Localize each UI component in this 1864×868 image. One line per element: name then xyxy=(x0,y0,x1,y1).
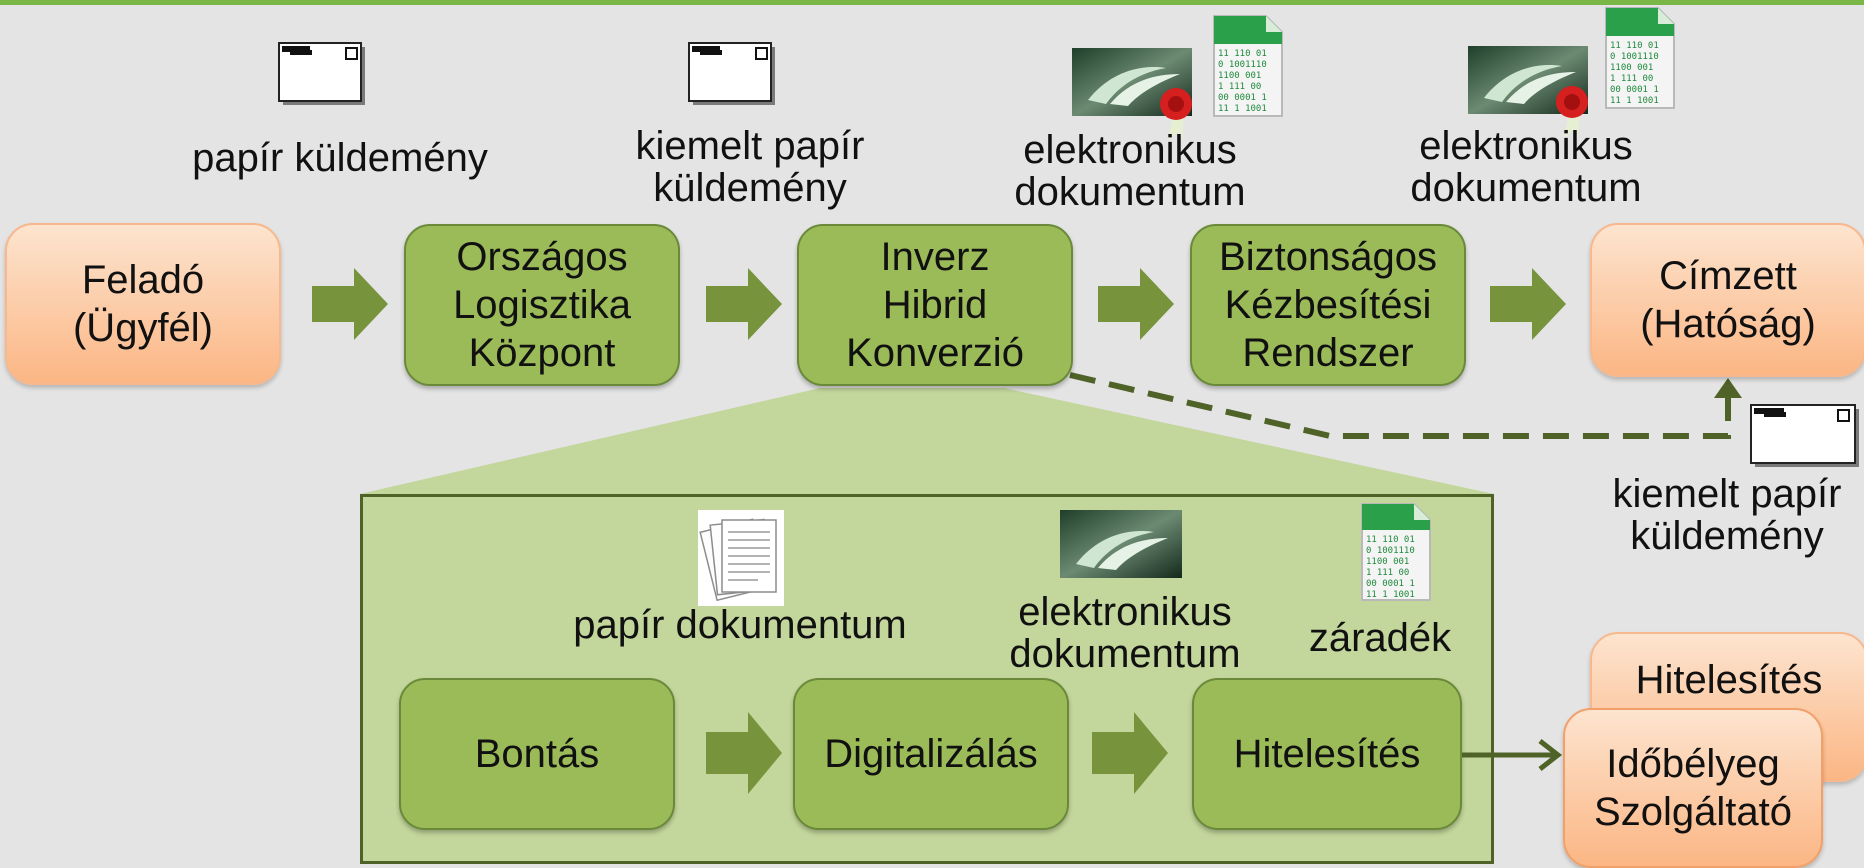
binary-line: 00 0001 1 xyxy=(1218,93,1267,103)
sender-box[interactable]: Feladó (Ügyfél) xyxy=(5,223,281,385)
opening-box[interactable]: Bontás xyxy=(399,678,675,830)
clause-caption: záradék xyxy=(1308,616,1452,660)
delivery-line1: Biztonságos xyxy=(1219,235,1437,279)
e-signature-certificate-icon xyxy=(1072,48,1192,142)
service-connector-arrow xyxy=(1462,739,1563,771)
auth-service-label: Hitelesítés xyxy=(1635,658,1823,702)
e-document-caption-line2: dokumentum xyxy=(1014,170,1246,214)
binary-line: 1100 001 xyxy=(1218,71,1261,81)
zoom-trapezoid xyxy=(360,388,1494,494)
flow-arrow-3 xyxy=(1098,268,1174,340)
binary-document-icon: 11 110 01 0 1001110 1100 001 1 111 00 00… xyxy=(1605,7,1675,109)
priority-mail-caption-line1: kiemelt papír xyxy=(1612,472,1842,516)
sender-line1: Feladó xyxy=(81,258,205,302)
binary-line: 0 1001110 xyxy=(1610,52,1659,62)
priority-mail-caption-line2: küldemény xyxy=(653,166,847,210)
authentication-label: Hitelesítés xyxy=(1233,732,1421,776)
priority-mail-caption: kiemelt papír küldemény xyxy=(1590,473,1864,557)
priority-mail-caption: kiemelt papír küldemény xyxy=(600,125,900,209)
e-document-caption: elektronikus dokumentum xyxy=(980,129,1280,213)
binary-line: 11 1 1001 xyxy=(1610,96,1659,106)
digitization-label: Digitalizálás xyxy=(824,732,1038,776)
digitization-box[interactable]: Digitalizálás xyxy=(793,678,1069,830)
timestamp-line1: Időbélyeg xyxy=(1606,742,1780,786)
binary-document-icon: 11 110 01 0 1001110 1100 001 1 111 00 00… xyxy=(1361,503,1431,601)
binary-line: 11 110 01 xyxy=(1218,49,1267,59)
binary-line: 0 1001110 xyxy=(1218,60,1267,70)
binary-line: 00 0001 1 xyxy=(1610,85,1659,95)
binary-line: 1100 001 xyxy=(1366,557,1409,567)
paper-mail-caption: papír küldemény xyxy=(192,136,488,180)
logistics-line3: Központ xyxy=(468,331,616,375)
opening-label: Bontás xyxy=(474,732,600,776)
recipient-box[interactable]: Címzett (Hatóság) xyxy=(1590,223,1864,377)
hybrid-conversion-box[interactable]: Inverz Hibrid Konverzió xyxy=(797,224,1073,386)
binary-line: 00 0001 1 xyxy=(1366,579,1415,589)
envelope-icon xyxy=(278,42,365,105)
sender-line2: (Ügyfél) xyxy=(72,306,214,350)
secure-delivery-box[interactable]: Biztonságos Kézbesítési Rendszer xyxy=(1190,224,1466,386)
e-signature-certificate-icon xyxy=(1468,46,1588,140)
binary-line: 1 111 00 xyxy=(1610,74,1653,84)
conversion-line3: Konverzió xyxy=(846,331,1024,375)
binary-document-icon: 11 110 01 0 1001110 1100 001 1 111 00 00… xyxy=(1213,15,1283,117)
timestamp-line2: Szolgáltató xyxy=(1594,790,1792,834)
envelope-icon xyxy=(688,42,775,105)
envelope-icon xyxy=(1750,404,1859,467)
recipient-line1: Címzett xyxy=(1659,254,1797,298)
e-document-caption-line1: elektronikus xyxy=(1419,124,1633,168)
binary-line: 11 110 01 xyxy=(1610,41,1659,51)
e-document-caption-line1: elektronikus xyxy=(1023,128,1237,172)
binary-line: 11 1 1001 xyxy=(1218,104,1267,114)
e-document-caption: elektronikus dokumentum xyxy=(1376,125,1676,209)
priority-mail-caption-line1: kiemelt papír xyxy=(635,124,865,168)
conversion-line2: Hibrid xyxy=(882,283,988,327)
detail-flow-arrow-2 xyxy=(1092,712,1168,794)
logistics-line2: Logisztika xyxy=(453,283,631,327)
top-accent-line xyxy=(0,0,1864,5)
e-document-logo-icon xyxy=(1060,510,1182,578)
detail-e-document-caption-line1: elektronikus xyxy=(1018,590,1232,634)
binary-line: 11 1 1001 xyxy=(1366,590,1415,600)
detail-e-document-caption-line2: dokumentum xyxy=(1009,632,1241,676)
dashed-connector-arrowhead xyxy=(1714,378,1742,398)
binary-line: 11 110 01 xyxy=(1366,535,1415,545)
flow-arrow-2 xyxy=(706,268,782,340)
detail-flow-arrow-1 xyxy=(706,712,782,794)
delivery-line2: Kézbesítési xyxy=(1224,283,1432,327)
conversion-line1: Inverz xyxy=(880,235,990,279)
flow-arrow-1 xyxy=(312,268,388,340)
binary-line: 1 111 00 xyxy=(1218,82,1261,92)
dashed-connector xyxy=(1069,372,1731,439)
recipient-line2: (Hatóság) xyxy=(1640,302,1816,346)
logistics-line1: Országos xyxy=(456,235,628,279)
binary-line: 1100 001 xyxy=(1610,63,1653,73)
flow-arrow-4 xyxy=(1490,268,1566,340)
paper-document-caption: papír dokumentum xyxy=(573,603,907,647)
binary-line: 0 1001110 xyxy=(1366,546,1415,556)
e-document-caption-line2: dokumentum xyxy=(1410,166,1642,210)
logistics-center-box[interactable]: Országos Logisztika Központ xyxy=(404,224,680,386)
binary-line: 1 111 00 xyxy=(1366,568,1409,578)
delivery-line3: Rendszer xyxy=(1242,331,1414,375)
authentication-box[interactable]: Hitelesítés xyxy=(1192,678,1462,830)
priority-mail-caption-line2: küldemény xyxy=(1630,514,1824,558)
detail-e-document-caption: elektronikus dokumentum xyxy=(975,591,1275,675)
paper-stack-icon xyxy=(698,510,784,606)
timestamp-service-box[interactable]: Időbélyeg Szolgáltató xyxy=(1563,708,1823,868)
